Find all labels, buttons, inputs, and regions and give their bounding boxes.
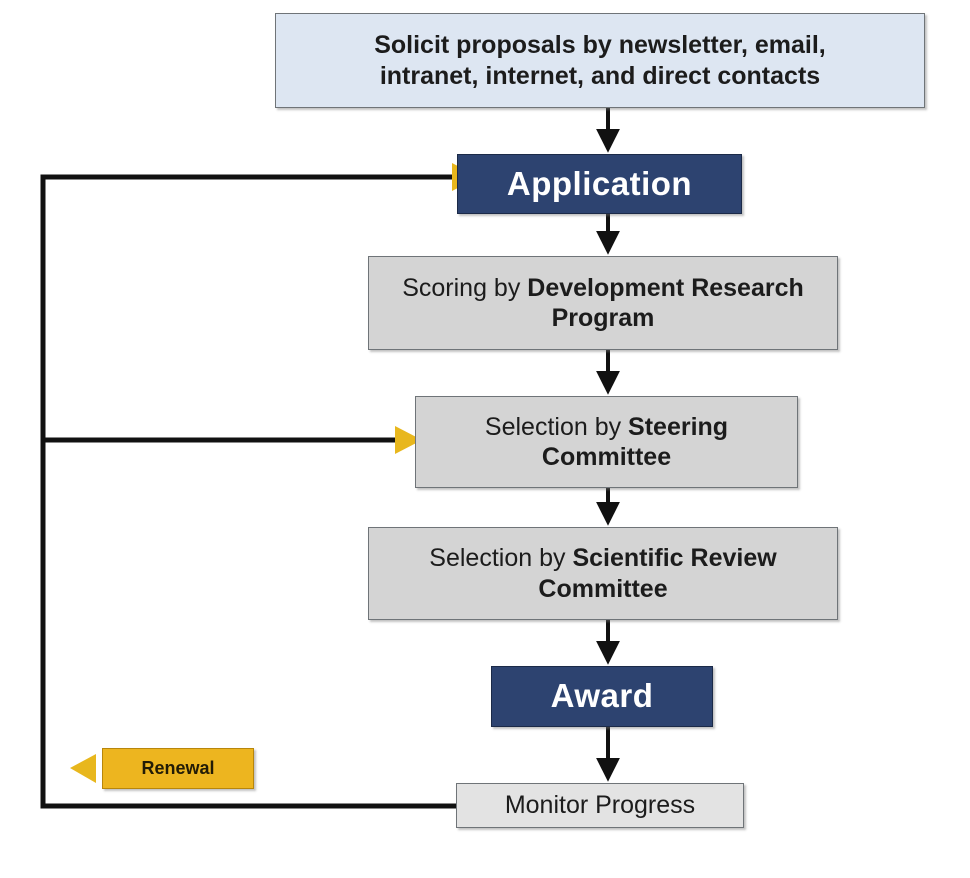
node-solicit-proposals-label: Solicit proposals by newsletter, email, … [374, 31, 826, 90]
node-scoring-label-bold: Development Research Program [527, 273, 804, 333]
node-scoring-label: Scoring by Development Research Program [369, 273, 837, 334]
node-selection-scientific-review-committee[interactable]: Selection by Scientific Review Committee [368, 527, 838, 620]
node-scoring-development-research-program[interactable]: Scoring by Development Research Program [368, 256, 838, 350]
node-application-label: Application [506, 164, 693, 202]
node-application[interactable]: Application [457, 154, 742, 214]
gold-arrowhead-renewal [70, 754, 96, 783]
node-monitor-progress-label: Monitor Progress [504, 791, 696, 820]
node-award-label: Award [550, 677, 654, 715]
node-steering-label-prefix: Selection by [484, 412, 629, 441]
node-solicit-proposals[interactable]: Solicit proposals by newsletter, email, … [275, 13, 925, 108]
node-renewal-label: Renewal [141, 757, 215, 778]
node-scientific-label-bold: Scientific Review Committee [538, 544, 777, 603]
node-scoring-label-prefix: Scoring by [402, 273, 528, 302]
node-award[interactable]: Award [491, 666, 713, 727]
node-selection-steering-committee[interactable]: Selection by Steering Committee [415, 396, 798, 488]
node-scientific-label-prefix: Selection by [429, 544, 573, 572]
node-steering-label: Selection by Steering Committee [416, 412, 797, 473]
node-renewal[interactable]: Renewal [102, 748, 254, 789]
node-scientific-label: Selection by Scientific Review Committee [369, 543, 837, 604]
node-steering-label-bold: Steering Committee [541, 412, 729, 472]
node-monitor-progress[interactable]: Monitor Progress [456, 783, 744, 828]
